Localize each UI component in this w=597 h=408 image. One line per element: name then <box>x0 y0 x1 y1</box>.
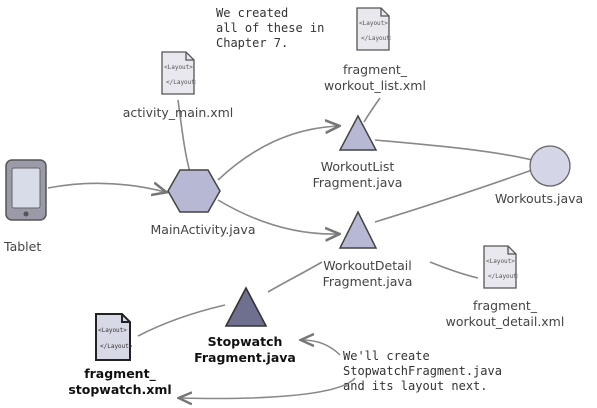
line-workoutdetail-to-stopwatch <box>267 261 323 293</box>
fragment-workout-list-label: fragment_ workout_list.xml <box>305 62 445 94</box>
fragment-stopwatch-label: fragment_ stopwatch.xml <box>55 366 185 398</box>
workout-list-fragment-line1: WorkoutList <box>320 159 395 174</box>
arrow-mainactivity-to-workoutdetail <box>217 199 338 234</box>
note-create-next-line2: StopwatchFragment.java <box>343 364 502 378</box>
note-chapter7: We created all of these in Chapter 7. <box>216 6 324 51</box>
workout-detail-fragment-triangle <box>338 210 378 249</box>
line-workoutlist-to-fragmentxml <box>363 97 381 123</box>
workout-list-fragment-triangle <box>338 114 378 151</box>
workout-detail-fragment-line1: WorkoutDetail <box>323 258 412 273</box>
svg-text:</Layout>: </Layout> <box>166 79 196 86</box>
line-workoutdetail-to-workouts <box>374 169 533 223</box>
workouts-label: Workouts.java <box>494 191 584 206</box>
tablet-label: Tablet <box>4 239 42 254</box>
stopwatch-fragment-label: Stopwatch Fragment.java <box>190 334 300 366</box>
workout-list-fragment-label: WorkoutList Fragment.java <box>300 159 415 191</box>
fragment-stopwatch-line2: stopwatch.xml <box>68 382 172 397</box>
fragment-workout-list-line2: workout_list.xml <box>324 78 426 93</box>
fragment-stopwatch-doc-icon: <Layout> </Layout> <box>95 313 132 361</box>
svg-text:</Layout>: </Layout> <box>100 343 132 350</box>
workout-detail-fragment-label: WorkoutDetail Fragment.java <box>305 258 430 290</box>
fragment-stopwatch-line1: fragment_ <box>84 366 156 381</box>
fragment-workout-list-line1: fragment_ <box>342 62 408 77</box>
workout-detail-fragment-line2: Fragment.java <box>322 274 413 289</box>
fragment-workout-list-doc-icon: <Layout> </Layout> <box>356 7 391 51</box>
note-chapter7-line2: all of these in <box>216 21 325 35</box>
activity-main-label: activity_main.xml <box>122 105 234 120</box>
arrow-tablet-to-mainactivity <box>47 183 165 192</box>
fragment-workout-detail-doc-icon: <Layout> </Layout> <box>483 245 518 289</box>
note-chapter7-line3: Chapter 7. <box>216 36 289 50</box>
note-create-next-line1: We'll create <box>343 349 430 363</box>
svg-text:</Layout>: </Layout> <box>361 35 391 42</box>
stopwatch-fragment-triangle <box>224 286 268 327</box>
note-create-next-line3: and its layout next. <box>343 379 488 393</box>
svg-text:<Layout>: <Layout> <box>359 20 388 27</box>
arrow-note-to-stopwatch <box>302 340 341 356</box>
arrow-mainactivity-to-workoutlist <box>217 126 338 181</box>
line-stopwatch-to-fragmentxml <box>137 304 226 337</box>
note-create-next: We'll create StopwatchFragment.java and … <box>343 349 502 394</box>
line-workoutlist-to-workouts <box>374 139 533 161</box>
stopwatch-fragment-line1: Stopwatch <box>207 334 283 349</box>
line-workoutdetail-to-fragmentxml <box>429 261 479 279</box>
svg-text:<Layout>: <Layout> <box>164 64 193 71</box>
tablet-icon <box>5 159 47 221</box>
fragment-workout-detail-label: fragment_ workout_detail.xml <box>425 298 585 330</box>
svg-text:<Layout>: <Layout> <box>98 327 127 334</box>
main-activity-hexagon <box>167 169 221 213</box>
main-activity-label: MainActivity.java <box>150 222 256 237</box>
fragment-workout-detail-line1: fragment_ <box>472 298 538 313</box>
fragment-workout-detail-line2: workout_detail.xml <box>445 314 565 329</box>
stopwatch-fragment-line2: Fragment.java <box>194 350 296 365</box>
arrow-note-to-stopwatch-xml <box>180 377 356 398</box>
svg-text:</Layout>: </Layout> <box>488 273 518 280</box>
svg-text:<Layout>: <Layout> <box>486 258 515 265</box>
note-chapter7-line1: We created <box>216 6 289 20</box>
workout-list-fragment-line2: Fragment.java <box>312 175 403 190</box>
workouts-circle <box>529 145 571 187</box>
line-activitymain-to-mainactivity <box>177 99 191 173</box>
activity-main-doc-icon: <Layout> </Layout> <box>161 51 196 95</box>
